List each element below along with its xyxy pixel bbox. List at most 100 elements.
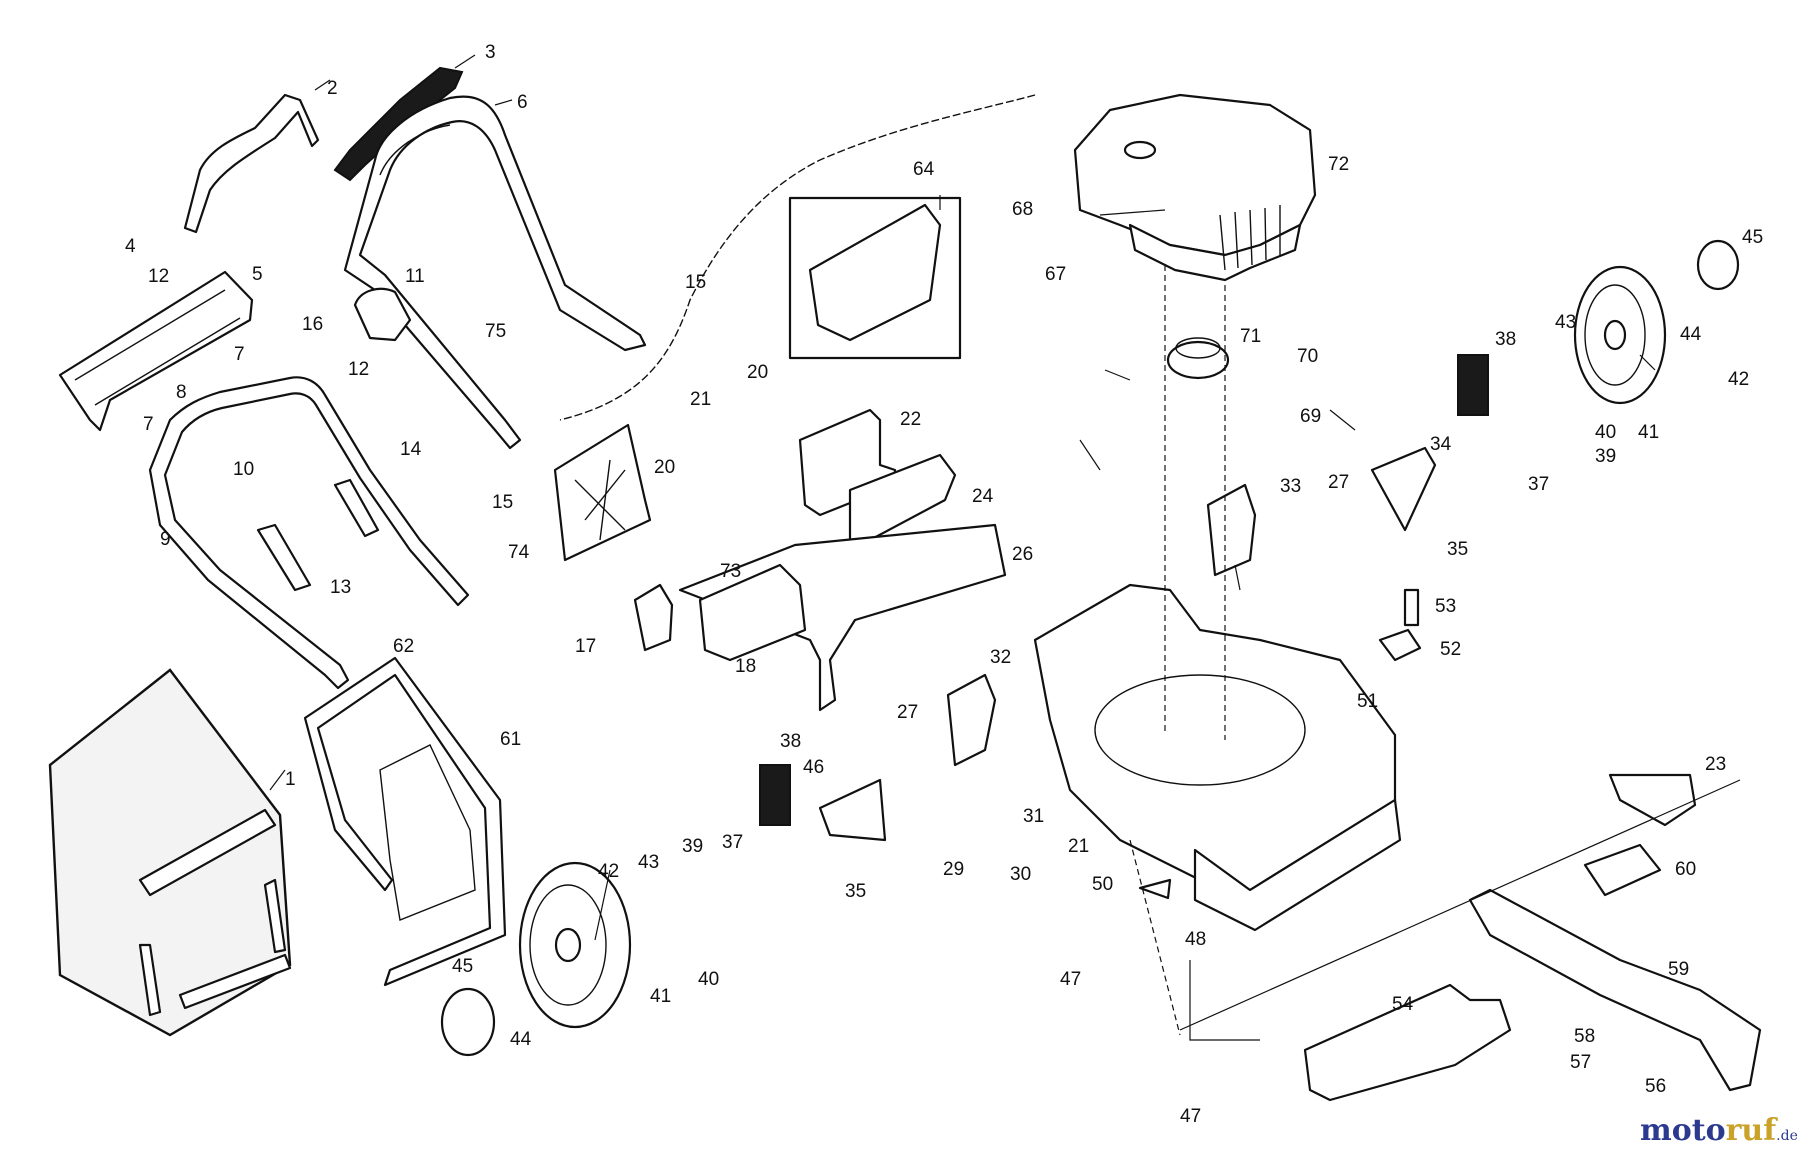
callout-2: 2 — [327, 78, 338, 99]
deck-center-opening — [1094, 674, 1306, 786]
callout-13: 13 — [330, 577, 351, 598]
callout-numbers: 1 2 3 4 5 6 7 7 8 9 10 11 12 12 13 14 15… — [125, 42, 1763, 1127]
height-plate-part-34 — [1370, 446, 1437, 532]
callout-14: 14 — [400, 439, 422, 460]
callout-15b: 15 — [492, 492, 513, 513]
callout-59: 59 — [1668, 959, 1689, 980]
callout-58: 58 — [1574, 1026, 1595, 1047]
callout-40b: 40 — [698, 969, 719, 990]
callout-44b: 44 — [510, 1029, 532, 1050]
callout-4: 4 — [125, 236, 136, 257]
callout-15a: 15 — [685, 272, 706, 293]
watermark-de: .de — [1776, 1128, 1798, 1144]
upper-handle-inner-line — [379, 124, 451, 176]
callout-1: 1 — [285, 769, 296, 790]
callout-72: 72 — [1328, 154, 1349, 175]
bag-frame-inner — [379, 744, 476, 921]
callout-6: 6 — [517, 92, 528, 113]
callout-21a: 21 — [690, 389, 711, 410]
callout-10: 10 — [233, 459, 254, 480]
callout-34: 34 — [1430, 434, 1452, 455]
height-lever-part-38b — [1457, 354, 1489, 416]
callout-30: 30 — [1010, 864, 1031, 885]
callout-16: 16 — [302, 314, 323, 335]
callout-51: 51 — [1357, 691, 1378, 712]
callout-45b: 45 — [452, 956, 473, 977]
callout-9: 9 — [160, 529, 171, 550]
deflector-hatch — [574, 459, 626, 541]
engine-fins — [1219, 205, 1281, 271]
height-plate-part-46 — [818, 778, 887, 842]
callout-20a: 20 — [747, 362, 768, 383]
callout-39a: 39 — [1595, 446, 1616, 467]
callout-12b: 12 — [348, 359, 369, 380]
rear-skirt-part-18 — [698, 563, 807, 662]
front-wheel-part-42 — [518, 861, 632, 1029]
callout-43b: 43 — [638, 852, 659, 873]
callout-38b: 38 — [780, 731, 801, 752]
callout-47a: 47 — [1060, 969, 1081, 990]
blade-adapter-part-54 — [1303, 983, 1512, 1102]
bolt-part-53 — [1403, 588, 1420, 627]
leader-lines — [269, 54, 1656, 941]
grass-bag-frame — [138, 808, 292, 1017]
watermark-moto: moto — [1640, 1113, 1726, 1148]
callout-43a: 43 — [1555, 312, 1576, 333]
control-bail-part-2 — [183, 93, 320, 234]
hubcap-part-45a — [440, 987, 496, 1057]
chute-cover-part-5 — [58, 270, 254, 432]
callout-8: 8 — [176, 382, 187, 403]
engine-part-72 — [1073, 93, 1317, 257]
callout-47b: 47 — [1180, 1106, 1201, 1127]
callout-3: 3 — [485, 42, 496, 63]
deck-plug-part-50 — [1138, 878, 1172, 900]
rear-wheel-part-42 — [1573, 265, 1667, 405]
callout-61: 61 — [500, 729, 521, 750]
callout-26: 26 — [1012, 544, 1033, 565]
callout-23: 23 — [1705, 754, 1726, 775]
callout-7b: 7 — [143, 414, 154, 435]
upper-handle-part-6 — [343, 95, 647, 450]
watermark-logo: motoruf.de — [1640, 1113, 1798, 1148]
callout-38a: 38 — [1495, 329, 1516, 350]
callout-12a: 12 — [148, 266, 169, 287]
callout-39b: 39 — [682, 836, 703, 857]
callout-52: 52 — [1440, 639, 1461, 660]
callout-41b: 41 — [650, 986, 671, 1007]
callout-27b: 27 — [897, 702, 918, 723]
pulley-part-71 — [1166, 340, 1230, 380]
callout-75: 75 — [485, 321, 506, 342]
callout-22: 22 — [900, 409, 921, 430]
engine-fuel-cap — [1123, 140, 1157, 160]
callout-35b: 35 — [845, 881, 866, 902]
callout-42a: 42 — [1728, 369, 1749, 390]
callout-60: 60 — [1675, 859, 1696, 880]
callout-67: 67 — [1045, 264, 1066, 285]
callout-70: 70 — [1297, 346, 1318, 367]
callout-45a: 45 — [1742, 227, 1763, 248]
callout-64: 64 — [913, 159, 935, 180]
deflector-part-74 — [553, 423, 652, 562]
bag-frame-part-61 — [303, 656, 507, 987]
callout-37b: 37 — [722, 832, 743, 853]
callout-42b: 42 — [598, 861, 619, 882]
mulch-plug-part-64 — [808, 203, 942, 342]
callout-68: 68 — [1012, 199, 1033, 220]
callout-73: 73 — [720, 561, 741, 582]
callout-33: 33 — [1280, 476, 1301, 497]
callout-71: 71 — [1240, 326, 1261, 347]
handle-clip-part-13a — [256, 523, 312, 592]
callout-5: 5 — [252, 264, 263, 285]
wing-nut-part-52 — [1378, 628, 1422, 662]
callout-69: 69 — [1300, 406, 1321, 427]
callout-57: 57 — [1570, 1052, 1591, 1073]
wheel-bracket-part-33 — [1206, 483, 1257, 577]
callout-44a: 44 — [1680, 324, 1702, 345]
adapter-part-60 — [1583, 843, 1662, 897]
callout-31: 31 — [1023, 806, 1044, 827]
callout-37a: 37 — [1528, 474, 1549, 495]
callout-27a: 27 — [1328, 472, 1349, 493]
height-lever-part-38a — [759, 764, 791, 826]
callout-53: 53 — [1435, 596, 1456, 617]
